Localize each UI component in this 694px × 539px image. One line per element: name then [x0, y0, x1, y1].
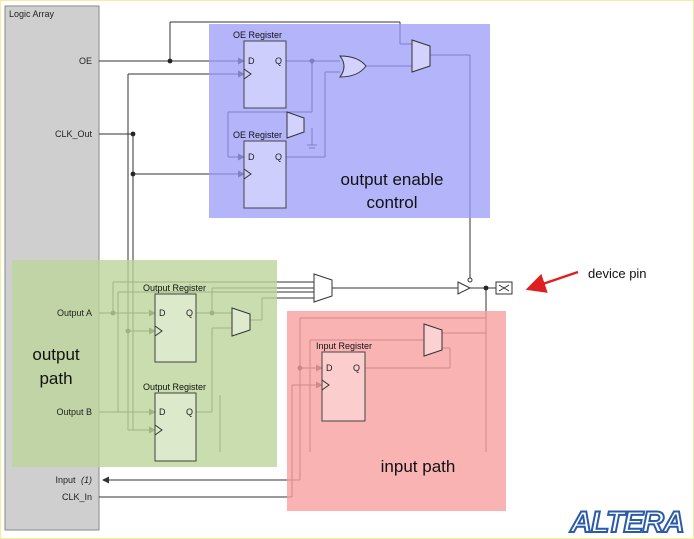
output-register-2: Output Register D Q [143, 382, 206, 462]
pin-label-input-note: (1) [81, 475, 92, 485]
device-pin-label: device pin [588, 266, 647, 281]
output-select-mux [313, 273, 333, 303]
output-register-2-q: Q [186, 407, 193, 417]
output-register-1: Output Register D Q [143, 283, 206, 363]
output-path-label-line2: path [39, 369, 72, 388]
output-buffer [457, 281, 472, 295]
output-path-region [12, 260, 277, 467]
output-register-2-title: Output Register [143, 382, 206, 392]
pin-label-input-name: Input [55, 475, 76, 485]
oe-register-1-q: Q [275, 56, 282, 66]
oe-register-2-q: Q [275, 152, 282, 162]
oe-small-mux [286, 111, 305, 139]
logic-array-pins: OE CLK_Out Output A Output B Input (1) C… [55, 56, 93, 502]
oe-register-2-d: D [248, 152, 255, 162]
oe-register-2: OE Register D Q [233, 130, 287, 209]
output-register-2-d: D [159, 407, 166, 417]
input-register: Input Register D Q [316, 341, 372, 422]
input-register-q: Q [353, 363, 360, 373]
pin-label-output-b: Output B [56, 407, 92, 417]
oe-control-label-line1: output enable [340, 170, 443, 189]
logic-array-title: Logic Array [9, 9, 55, 19]
input-path-region [287, 311, 506, 511]
pin-label-input: Input (1) [55, 475, 92, 485]
oe-register-2-title: OE Register [233, 130, 282, 140]
output-path-label-line1: output [32, 345, 80, 364]
oe-control-label-line2: control [366, 193, 417, 212]
pin-label-output-a: Output A [57, 308, 92, 318]
device-pin-arrow [525, 270, 579, 293]
pin-label-oe: OE [79, 56, 92, 66]
pin-label-clk-in: CLK_In [62, 492, 92, 502]
input-register-d: D [326, 363, 333, 373]
output-register-1-q: Q [186, 308, 193, 318]
oe-register-1-d: D [248, 56, 255, 66]
input-mux [423, 323, 443, 357]
oe-mux [411, 39, 431, 73]
input-register-title: Input Register [316, 341, 372, 351]
oe-or-gate [338, 55, 367, 78]
output-register-1-d: D [159, 308, 166, 318]
output-ab-mux [231, 307, 251, 337]
input-path-label: input path [381, 457, 456, 476]
altera-logo: ALTERA [569, 506, 683, 539]
oe-register-1: OE Register D Q [233, 30, 287, 109]
output-register-1-title: Output Register [143, 283, 206, 293]
oe-register-1-title: OE Register [233, 30, 282, 40]
pin-label-clk-out: CLK_Out [55, 129, 93, 139]
